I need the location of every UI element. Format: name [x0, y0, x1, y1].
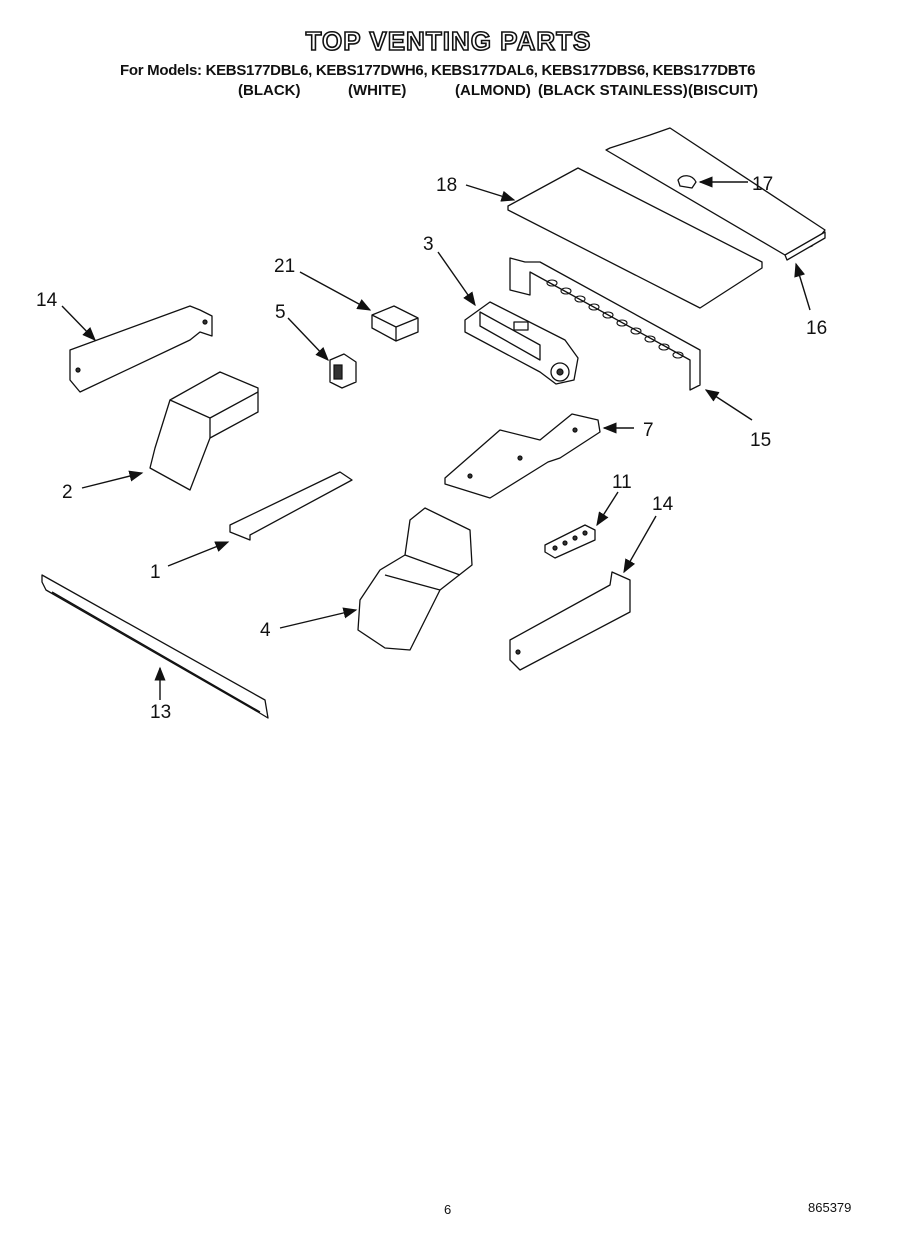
callout-18: 18	[436, 175, 457, 196]
color-black-stainless: (BLACK STAINLESS)	[538, 82, 688, 99]
callout-3: 3	[423, 234, 434, 255]
part-5-switch	[329, 353, 357, 389]
color-almond: (ALMOND)	[455, 82, 531, 99]
part-16-top-panel	[605, 127, 826, 261]
callout-15: 15	[750, 430, 771, 451]
part-17-clip	[677, 175, 697, 189]
color-black: (BLACK)	[238, 82, 301, 99]
callout-17: 17	[752, 174, 773, 195]
part-13-long-rail	[41, 574, 269, 719]
callout-14-left: 14	[36, 290, 58, 311]
part-14-left-bracket	[69, 305, 213, 393]
model-list: For Models: KEBS177DBL6, KEBS177DWH6, KE…	[120, 62, 756, 79]
callout-11: 11	[612, 472, 632, 493]
page-number: 6	[444, 1202, 452, 1217]
part-3-blower-assembly	[464, 301, 579, 385]
document-number: 865379	[808, 1200, 852, 1215]
part-21-foam-block	[371, 305, 419, 342]
page-title: TOP VENTING PARTS	[305, 25, 592, 57]
callout-13: 13	[150, 702, 171, 723]
part-11-terminal-block	[544, 524, 596, 559]
leader-lines	[61, 176, 811, 700]
part-4-air-guide	[357, 507, 473, 651]
callout-16: 16	[806, 318, 827, 339]
callout-1: 1	[150, 562, 161, 583]
part-18-insulation	[507, 167, 763, 309]
part-14-right-bracket	[509, 571, 631, 671]
part-1-bar	[229, 471, 353, 541]
callout-21: 21	[274, 256, 295, 277]
part-15-duct-bracket	[509, 257, 701, 391]
callout-7: 7	[643, 420, 654, 441]
part-7-plate	[444, 413, 601, 499]
part-2-duct	[149, 371, 259, 491]
callout-5: 5	[275, 302, 286, 323]
color-white: (WHITE)	[348, 82, 407, 99]
callout-14-right: 14	[652, 494, 674, 515]
color-biscuit: (BISCUIT)	[688, 82, 758, 99]
callout-4: 4	[260, 620, 271, 641]
callout-2: 2	[62, 482, 73, 503]
callout-labels: 18 17 16 3 21 14 5 15 7 2 11 14 1 4 13	[36, 174, 827, 723]
